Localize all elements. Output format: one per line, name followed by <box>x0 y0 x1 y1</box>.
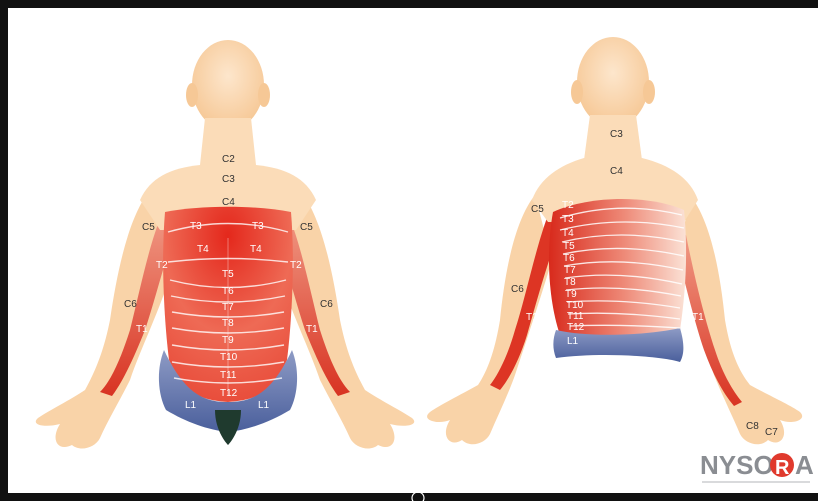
back-label-c6: C6 <box>511 284 524 295</box>
back-right-ear <box>643 80 655 104</box>
frame-left <box>0 0 8 501</box>
back-label-l1: L1 <box>567 336 579 347</box>
back-label-c4: C4 <box>610 166 623 177</box>
front-label-c6-left: C6 <box>124 299 137 310</box>
front-label-t2-left: T2 <box>156 260 168 271</box>
logo-letter-a: A <box>795 450 814 480</box>
nysora-logo: NYSO R A <box>700 450 814 482</box>
front-label-c5-right: C5 <box>300 222 313 233</box>
back-label-t3: T3 <box>562 214 574 225</box>
front-label-t1-right: T1 <box>306 324 318 335</box>
back-label-t5: T5 <box>563 241 575 252</box>
back-label-t7: T7 <box>564 265 576 276</box>
front-left-ear <box>186 83 198 107</box>
front-label-l1-left: L1 <box>185 400 197 411</box>
front-label-t4-left: T4 <box>197 244 209 255</box>
back-figure: C3 C4 C5 T2 T3 T4 T5 T6 T7 T8 T9 T10 T11… <box>427 37 802 444</box>
front-label-t8: T8 <box>222 318 234 329</box>
front-label-t12: T12 <box>220 388 238 399</box>
front-right-ear <box>258 83 270 107</box>
front-label-c2: C2 <box>222 154 235 165</box>
front-label-c6-right: C6 <box>320 299 333 310</box>
front-label-t4-right: T4 <box>250 244 262 255</box>
back-label-t8: T8 <box>564 277 576 288</box>
back-label-c7: C7 <box>765 427 778 438</box>
front-label-t2-right: T2 <box>290 260 302 271</box>
back-label-t1-left: T1 <box>526 312 538 323</box>
frame-top <box>0 0 818 8</box>
front-label-l1-right: L1 <box>258 400 270 411</box>
front-label-t11: T11 <box>220 370 237 381</box>
back-left-ear <box>571 80 583 104</box>
front-label-t1-left: T1 <box>136 324 148 335</box>
logo-letter-r: R <box>775 457 790 479</box>
front-label-c5-left: C5 <box>142 222 155 233</box>
front-label-t3-right: T3 <box>252 221 264 232</box>
back-label-t11: T11 <box>567 311 584 322</box>
back-label-c3: C3 <box>610 129 623 140</box>
front-groin <box>215 410 241 445</box>
front-head <box>192 40 264 130</box>
front-label-c4: C4 <box>222 197 235 208</box>
front-label-t6: T6 <box>222 286 234 297</box>
front-label-c3: C3 <box>222 174 235 185</box>
back-label-c5: C5 <box>531 204 544 215</box>
front-right-arm <box>278 190 414 449</box>
back-label-t10: T10 <box>566 300 584 311</box>
back-label-c8: C8 <box>746 421 759 432</box>
front-label-t7: T7 <box>222 302 234 313</box>
frame-bottom <box>0 493 818 501</box>
logo-text: NYSO <box>700 450 774 480</box>
back-label-t2: T2 <box>562 200 574 211</box>
back-label-t12: T12 <box>567 322 585 333</box>
front-label-t3-left: T3 <box>190 221 202 232</box>
front-figure: C2 C3 C4 C5 C5 T3 T3 T4 T4 T2 T2 T5 T6 T… <box>36 40 414 449</box>
back-label-t1-right: T1 <box>692 312 704 323</box>
back-label-t4: T4 <box>562 228 574 239</box>
back-head <box>577 37 649 127</box>
back-label-t6: T6 <box>563 253 575 264</box>
back-label-t9: T9 <box>565 289 577 300</box>
front-label-t5: T5 <box>222 269 234 280</box>
front-label-t10: T10 <box>220 352 238 363</box>
front-label-t9: T9 <box>222 335 234 346</box>
